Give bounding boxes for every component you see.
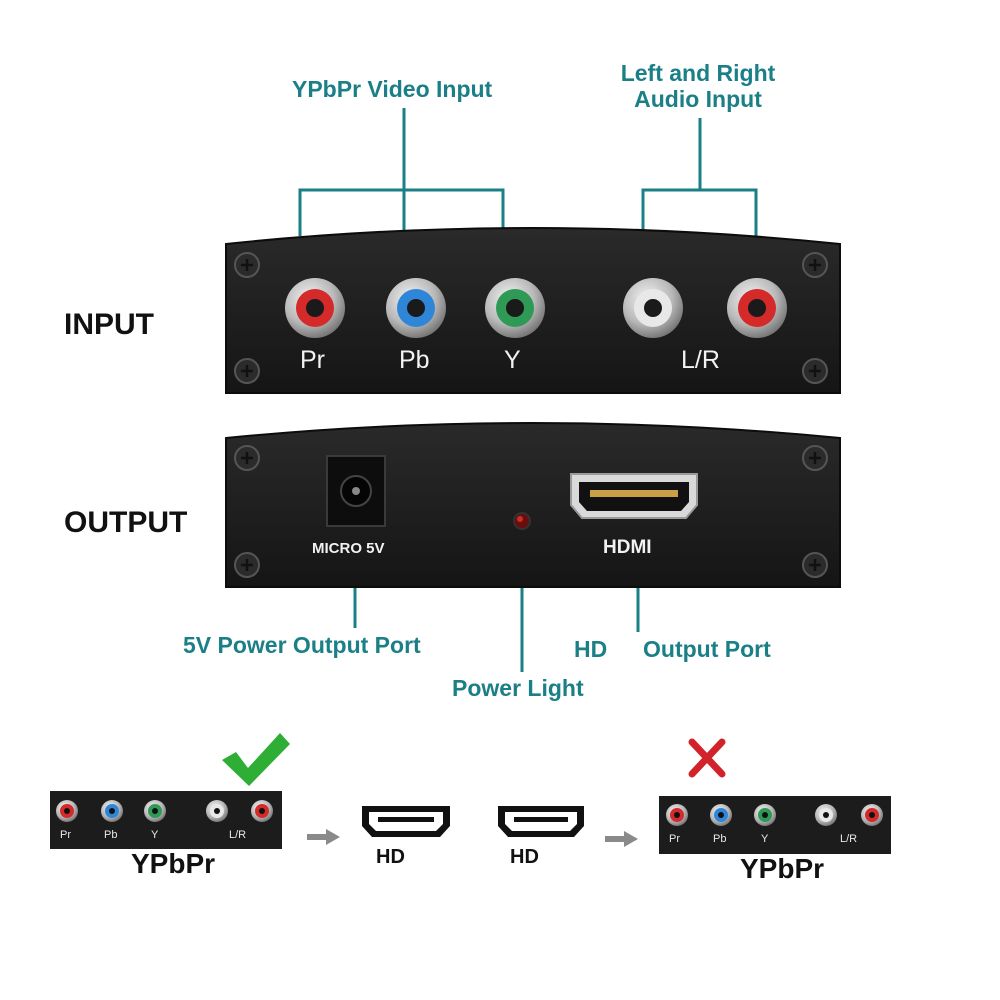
callout-ypbpr-video-input: YPbPr Video Input xyxy=(292,76,493,102)
pb-label: Pb xyxy=(399,346,430,374)
cross-mark-icon xyxy=(688,738,726,778)
power-led-icon xyxy=(513,512,531,530)
hdmi-connector-icon xyxy=(362,806,450,837)
mini-pb-jack-icon xyxy=(710,804,732,826)
pb-jack-icon xyxy=(386,278,446,338)
mini-right-pr-label: Pr xyxy=(669,833,680,845)
mini-pr-jack-icon xyxy=(666,804,688,826)
callout-power-output-port: 5V Power Output Port xyxy=(183,632,421,658)
right-arrow-icon xyxy=(605,831,638,847)
hdmi-label: HDMI xyxy=(603,537,652,558)
audio-left-jack-icon xyxy=(623,278,683,338)
lr-label: L/R xyxy=(681,346,720,374)
mini-panel-right xyxy=(659,796,891,854)
hdmi-connector-icon xyxy=(498,806,584,837)
screw-icon xyxy=(234,252,260,278)
output-panel xyxy=(225,422,841,588)
mini-audio-left-jack-icon xyxy=(206,800,228,822)
screw-icon xyxy=(802,445,828,471)
mini-panel-left xyxy=(50,791,282,849)
audio-right-jack-icon xyxy=(727,278,787,338)
mini-pb-jack-icon xyxy=(101,800,123,822)
screw-icon xyxy=(802,552,828,578)
mini-left-lr-label: L/R xyxy=(229,829,247,841)
mini-pr-jack-icon xyxy=(56,800,78,822)
callout-output-port: Output Port xyxy=(643,636,771,662)
y-label: Y xyxy=(504,346,521,374)
hd-left-label: HD xyxy=(376,846,405,868)
callout-audio-input: Left and Right Audio Input xyxy=(580,60,816,112)
callout-audio-line1: Left and Right xyxy=(620,60,776,86)
callout-power-light: Power Light xyxy=(452,675,584,701)
mini-right-pb-label: Pb xyxy=(713,833,727,845)
mini-left-pr-label: Pr xyxy=(60,829,71,841)
mini-right-y-label: Y xyxy=(761,833,769,845)
mini-audio-left-jack-icon xyxy=(815,804,837,826)
ypbpr-left-label: YPbPr xyxy=(131,848,216,879)
screw-icon xyxy=(234,552,260,578)
screw-icon xyxy=(234,358,260,384)
hd-right-label: HD xyxy=(510,846,539,868)
mini-audio-right-jack-icon xyxy=(251,800,273,822)
mini-left-y-label: Y xyxy=(151,829,159,841)
mini-audio-right-jack-icon xyxy=(861,804,883,826)
screw-icon xyxy=(234,445,260,471)
screw-icon xyxy=(802,358,828,384)
callout-hd: HD xyxy=(574,636,608,662)
mini-y-jack-icon xyxy=(144,800,166,822)
output-label: OUTPUT xyxy=(64,506,188,539)
y-jack-icon xyxy=(485,278,545,338)
pr-label: Pr xyxy=(300,346,325,374)
mini-left-pb-label: Pb xyxy=(104,829,118,841)
hdmi-port-icon xyxy=(570,473,698,519)
input-panel xyxy=(225,227,841,394)
ypbpr-right-label: YPbPr xyxy=(740,853,825,884)
callout-audio-line2: Audio Input xyxy=(634,86,762,112)
check-mark-icon xyxy=(222,733,290,786)
mini-y-jack-icon xyxy=(754,804,776,826)
callout-audio-bracket xyxy=(641,188,758,236)
micro-5v-label: MICRO 5V xyxy=(312,540,385,557)
pr-jack-icon xyxy=(285,278,345,338)
callout-ypbpr-bracket xyxy=(298,188,505,236)
micro-5v-socket-icon xyxy=(326,455,386,527)
screw-icon xyxy=(802,252,828,278)
right-arrow-icon xyxy=(307,829,340,845)
input-label: INPUT xyxy=(64,308,154,341)
mini-right-lr-label: L/R xyxy=(840,833,858,845)
